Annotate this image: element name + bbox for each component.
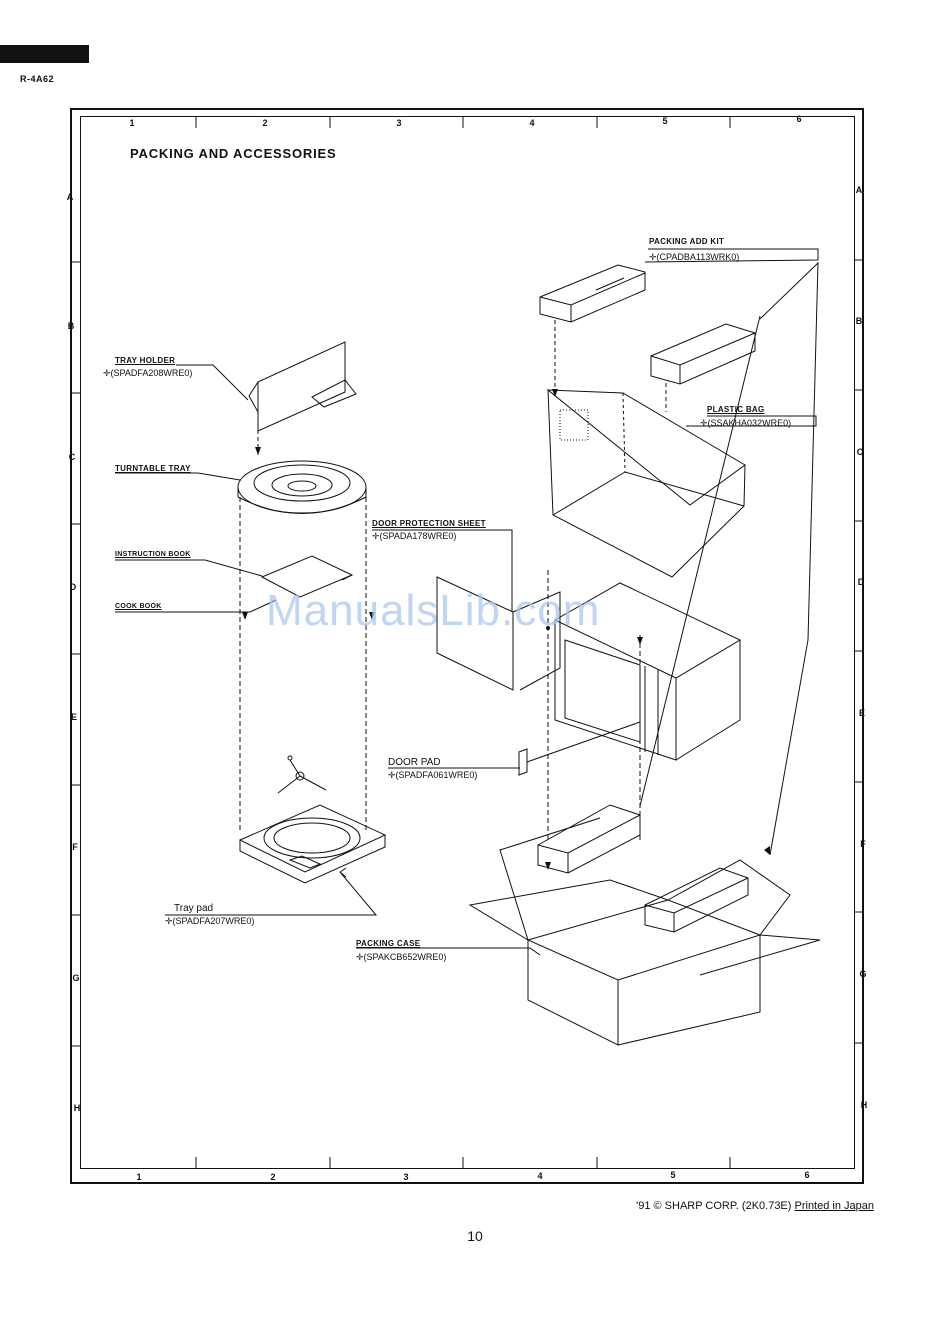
packing-case-illustration: [468, 804, 821, 1046]
packing-case-part-no: ✛(SPAKCB652WRE0): [356, 952, 447, 962]
grid-row-f-left: F: [72, 842, 78, 852]
cook-book-label: COOK BOOK: [115, 603, 162, 610]
grid-col-4-bottom: 4: [537, 1171, 543, 1181]
tray-pad-illustration: [238, 804, 387, 884]
plastic-bag-part-no: ✛(SSAKHA032WRE0): [700, 418, 792, 428]
grid-row-d-left: D: [69, 582, 77, 592]
tray-pad-label: Tray pad: [174, 903, 214, 914]
grid-col-1-bottom: 1: [136, 1172, 142, 1182]
grid-row-c-left: C: [68, 452, 76, 462]
plastic-bag-illustration: [546, 389, 746, 578]
grid-row-h-right: H: [860, 1100, 868, 1110]
door-protection-sheet-illustration: [436, 576, 561, 691]
door-pad-part-no: ✛(SPADFA061WRE0): [388, 770, 478, 780]
grid-col-6-bottom: 6: [804, 1170, 810, 1180]
door-protection-sheet-part-no: ✛(SPADA178WRE0): [372, 531, 457, 541]
page-number: 10: [467, 1228, 483, 1244]
grid-row-d-right: D: [857, 577, 865, 587]
door-pad-label: DOOR PAD: [388, 757, 441, 768]
instruction-book-illustration: [260, 555, 354, 598]
model-number: R-4A62: [20, 74, 55, 84]
tray-holder-illustration: [248, 341, 357, 432]
grid-row-g-left: G: [72, 973, 80, 983]
grid-row-b-left: B: [67, 321, 75, 331]
roller-support-illustration: [277, 755, 327, 794]
tray-holder-part-no: ✛(SPADFA208WRE0): [103, 368, 193, 378]
grid-row-a-left: A: [66, 192, 74, 202]
grid-col-3-top: 3: [396, 118, 402, 128]
footer: '91 © SHARP CORP. (2K0.73E) Printed in J…: [636, 1200, 874, 1212]
packing-add-kit-part-no: ✛(CPADBA113WRK0): [649, 252, 740, 262]
turntable-tray-label: TURNTABLE TRAY: [115, 464, 191, 473]
drawing-frame-inner: [80, 116, 855, 1169]
packing-add-kit-label: PACKING ADD KIT: [649, 237, 725, 246]
header-black-bar: [0, 45, 89, 63]
drawing-frame-outer: [70, 108, 864, 1184]
grid-col-3-bottom: 3: [403, 1172, 409, 1182]
grid-col-5-bottom: 5: [670, 1170, 676, 1180]
footer-printed: Printed in Japan: [794, 1200, 875, 1212]
grid-row-e-left: E: [70, 712, 77, 722]
grid-col-2-bottom: 2: [270, 1172, 276, 1182]
grid-row-e-right: E: [858, 708, 865, 718]
grid-col-6-top: 6: [796, 114, 802, 124]
grid-row-c-right: C: [856, 447, 864, 457]
grid-col-1-top: 1: [129, 118, 135, 128]
grid-row-g-right: G: [859, 969, 867, 979]
packing-case-label: PACKING CASE: [356, 939, 421, 948]
grid-col-2-top: 2: [262, 118, 268, 128]
packing-add-kit-illustration: [539, 264, 756, 385]
footer-copyright: '91 © SHARP CORP. (2K0.73E): [636, 1200, 792, 1212]
tray-pad-part-no: ✛(SPADFA207WRE0): [165, 916, 255, 926]
grid-col-5-top: 5: [662, 116, 668, 126]
grid-row-f-right: F: [860, 839, 866, 849]
grid-row-a-right: A: [855, 185, 863, 195]
door-pad-illustration: [518, 748, 528, 776]
turntable-tray-illustration: [237, 460, 367, 514]
instruction-book-label: INSTRUCTION BOOK: [115, 551, 191, 558]
plastic-bag-label: PLASTIC BAG: [707, 405, 765, 414]
grid-col-4-top: 4: [529, 118, 535, 128]
tray-holder-label: TRAY HOLDER: [115, 356, 176, 365]
page-title: PACKING AND ACCESSORIES: [130, 146, 337, 161]
grid-row-b-right: B: [855, 316, 863, 326]
door-protection-sheet-label: DOOR PROTECTION SHEET: [372, 519, 486, 528]
watermark: ManualsLib.com: [266, 586, 601, 635]
grid-row-h-left: H: [73, 1103, 81, 1113]
